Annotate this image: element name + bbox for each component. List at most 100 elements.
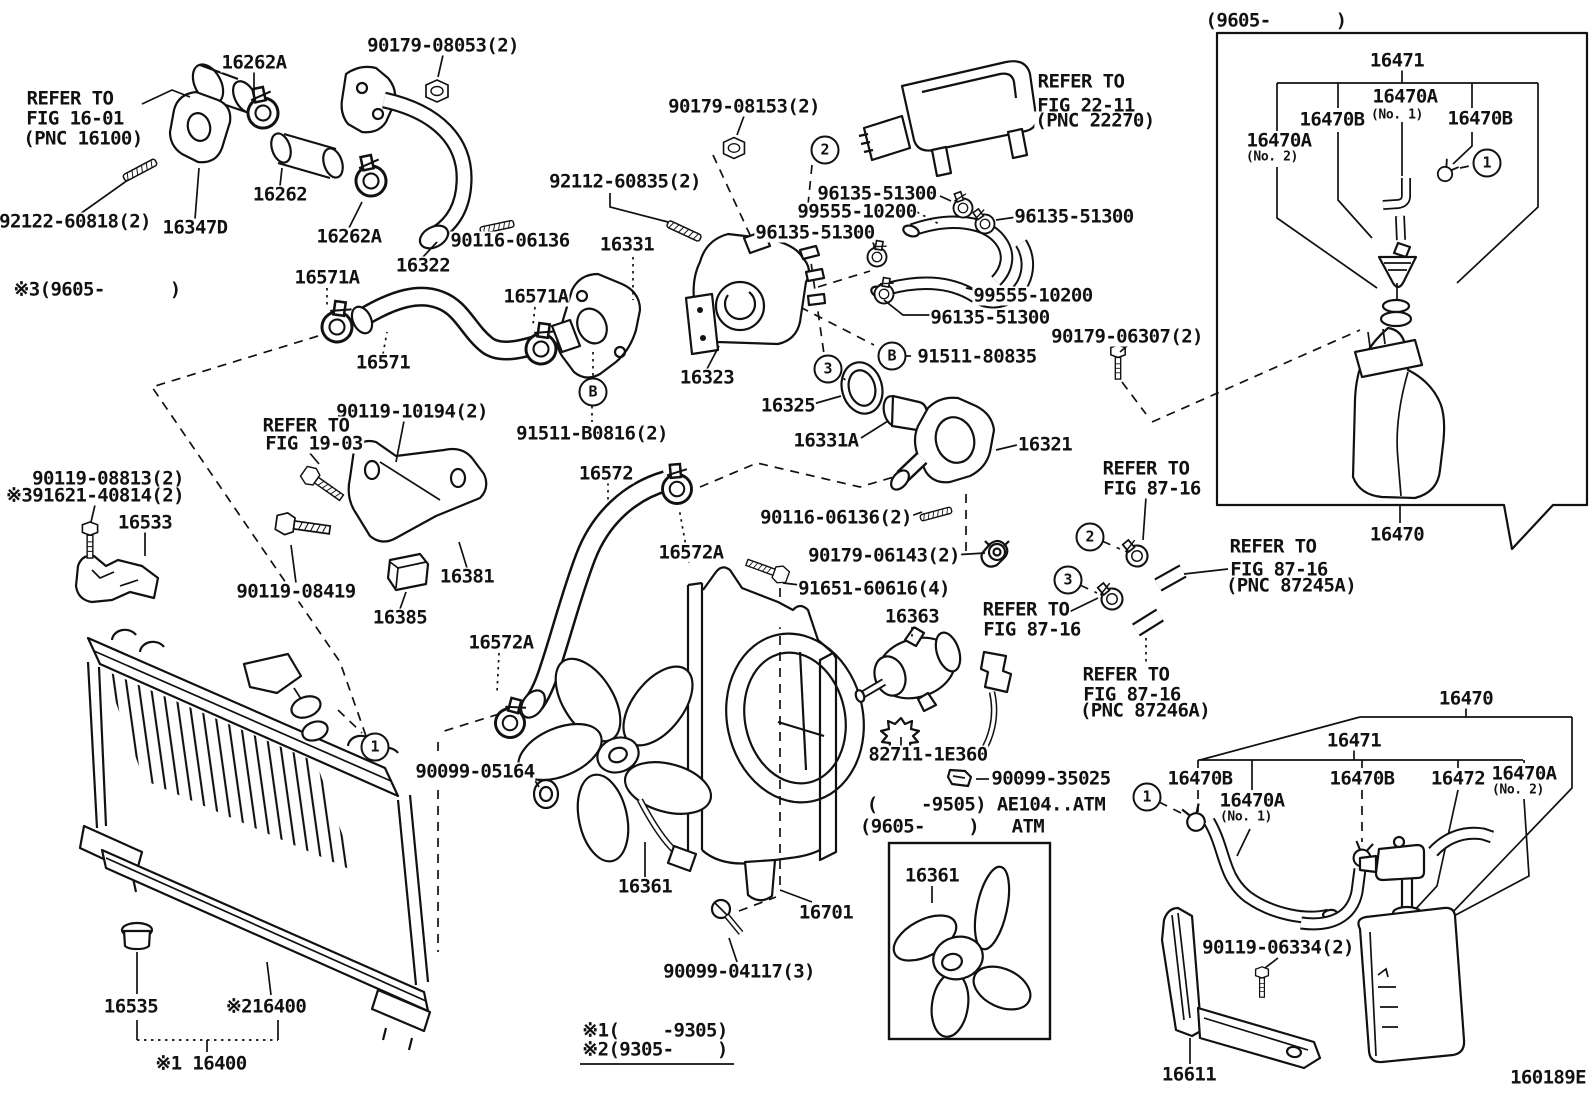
fan-shroud-drawing	[517, 539, 1013, 935]
label-p16262a-2: 16262A	[315, 225, 383, 248]
label-refer1601-line3: (PNC 16100)	[22, 127, 144, 150]
callout-1-radiator: 1	[360, 732, 390, 762]
label-p90119-08813: 90119-08813(2)	[31, 467, 185, 490]
label-p16470a-no1: 16470A	[1218, 789, 1286, 812]
label-p91511-b0816: 91511-B0816(2)	[515, 422, 669, 445]
label-p16535: 16535	[102, 995, 160, 1018]
label-refer1903-line1: REFER TO	[261, 414, 351, 437]
label-p91651-60616: 91651-60616(4)	[797, 577, 951, 600]
label-p16321: 16321	[1016, 433, 1074, 456]
label-p82711-1e360: 82711-1E360	[867, 743, 989, 766]
label-box16470a-no1-tag: (No. 1)	[1370, 107, 1424, 123]
label-p90099-35025: 90099-35025	[990, 767, 1112, 790]
label-p91511-80835: 91511-80835	[916, 345, 1038, 368]
label-p16611: 16611	[1160, 1063, 1218, 1086]
label-p16361: 16361	[616, 875, 674, 898]
leader-lines	[79, 54, 1401, 1065]
label-refer87246-line2: FIG 87-16	[1082, 683, 1182, 706]
radiator-drawing	[78, 628, 560, 1051]
label-box16470a-no2-tag: (No. 2)	[1245, 149, 1299, 165]
label-refer1601-line1: REFER TO	[25, 87, 115, 110]
label-p16701: 16701	[797, 901, 855, 924]
label-p90119-06334: 90119-06334(2)	[1201, 936, 1355, 959]
label-refer8716-left-line1: REFER TO	[981, 598, 1071, 621]
label-p16322: 16322	[394, 254, 452, 277]
label-p96135-top: 96135-51300	[816, 182, 938, 205]
label-p16325: 16325	[759, 394, 817, 417]
label-drawing-code: 160189E	[1509, 1066, 1587, 1089]
label-refer1601-line2: FIG 16-01	[25, 107, 125, 130]
label-p16571a-2: 16571A	[502, 285, 570, 308]
label-p16347d: 16347D	[161, 216, 229, 239]
label-refer87245-line3: (PNC 87245A)	[1224, 574, 1358, 597]
label-p16472: 16472	[1429, 767, 1487, 790]
inlet-parts-drawing	[121, 63, 516, 250]
label-p16262: 16262	[251, 183, 309, 206]
label-app-line2: (9605- ) ATM	[858, 815, 1046, 838]
reservoir-cluster-drawing	[1160, 708, 1573, 1070]
label-p90179-06143: 90179-06143(2)	[807, 544, 961, 567]
callout-2-top: 2	[810, 135, 840, 165]
label-p16381: 16381	[438, 565, 496, 588]
label-p90116-06136-b: 90116-06136(2)	[759, 506, 913, 529]
label-legend-star2: ※2(9305- )	[581, 1038, 729, 1061]
label-p16331a: 16331A	[792, 429, 860, 452]
callout-2-clamp: 2	[1075, 522, 1105, 552]
label-p91621-40814: ※391621-40814(2)	[5, 484, 185, 507]
label-p90099-05164: 90099-05164	[414, 760, 536, 783]
label-p92112-60835: 92112-60835(2)	[548, 170, 702, 193]
label-legend-star1: ※1( -9305)	[581, 1019, 729, 1042]
inset-fan-box	[887, 841, 1052, 1041]
label-box16470b-left: 16470B	[1298, 108, 1366, 131]
bracket-parts-drawing	[74, 439, 488, 604]
label-p16470a-no1-tag: (No. 1)	[1219, 809, 1273, 825]
label-p16571: 16571	[354, 351, 412, 374]
label-p16385: 16385	[371, 606, 429, 629]
label-p16470b-mid: 16470B	[1328, 767, 1396, 790]
label-p16262a-1: 16262A	[220, 51, 288, 74]
label-p16572a-2: 16572A	[467, 631, 535, 654]
label-p16572a-1: 16572A	[657, 541, 725, 564]
label-p16572: 16572	[577, 462, 635, 485]
label-p92122-60818: 92122-60818(2)	[0, 210, 152, 233]
label-p96135-left: 96135-51300	[754, 221, 876, 244]
label-app-line1: ( -9505) AE104..ATM	[865, 793, 1107, 816]
label-refer2211-line1: REFER TO	[1036, 70, 1126, 93]
label-p90119-08419: 90119-08419	[235, 580, 357, 603]
label-note-9605: ※3(9605- )	[12, 278, 182, 301]
label-p16470: 16470	[1437, 687, 1495, 710]
callout-b-pump: B	[877, 341, 907, 371]
label-refer2211-line2: FIG 22-11	[1036, 94, 1136, 117]
label-box16470a-no2: 16470A	[1245, 129, 1313, 152]
label-p16471: 16471	[1325, 729, 1383, 752]
misc-small-parts	[919, 506, 1010, 562]
label-refer8716-top-line1: REFER TO	[1101, 457, 1191, 480]
label-p16323: 16323	[678, 366, 736, 389]
lower-hose-drawing	[490, 461, 695, 743]
bypass-hoses-drawing	[858, 60, 1038, 309]
label-p90179-08053: 90179-08053(2)	[366, 34, 520, 57]
label-refer8716-top-line2: FIG 87-16	[1102, 477, 1202, 500]
label-p96135-bot: 96135-51300	[929, 306, 1051, 329]
heater-clamp-parts	[1091, 534, 1187, 637]
label-p16571a-1: 16571A	[293, 266, 361, 289]
label-p96135-right: 96135-51300	[1013, 205, 1135, 228]
reservoir-box-drawing	[1215, 31, 1589, 551]
callout-3-thermostat: 3	[813, 354, 843, 384]
label-p16400-star2: ※216400	[224, 995, 308, 1018]
callout-b-outlet: B	[578, 377, 608, 407]
label-box16471: 16471	[1368, 49, 1426, 72]
callout-3-clamp: 3	[1053, 565, 1083, 595]
label-p16470a-no2-tag: (No. 2)	[1491, 782, 1545, 798]
label-p16470b-left: 16470B	[1166, 767, 1234, 790]
label-refer87246-line1: REFER TO	[1081, 663, 1171, 686]
callout-1-box: 1	[1472, 148, 1502, 178]
label-refer87246-line3: (PNC 87246A)	[1078, 699, 1212, 722]
label-refer87245-line1: REFER TO	[1228, 535, 1318, 558]
label-p16331: 16331	[598, 233, 656, 256]
label-p99555-bot: 99555-10200	[972, 284, 1094, 307]
label-p90179-06307: 90179-06307(2)	[1050, 325, 1204, 348]
label-p16400-star1: ※1 16400	[154, 1052, 248, 1075]
